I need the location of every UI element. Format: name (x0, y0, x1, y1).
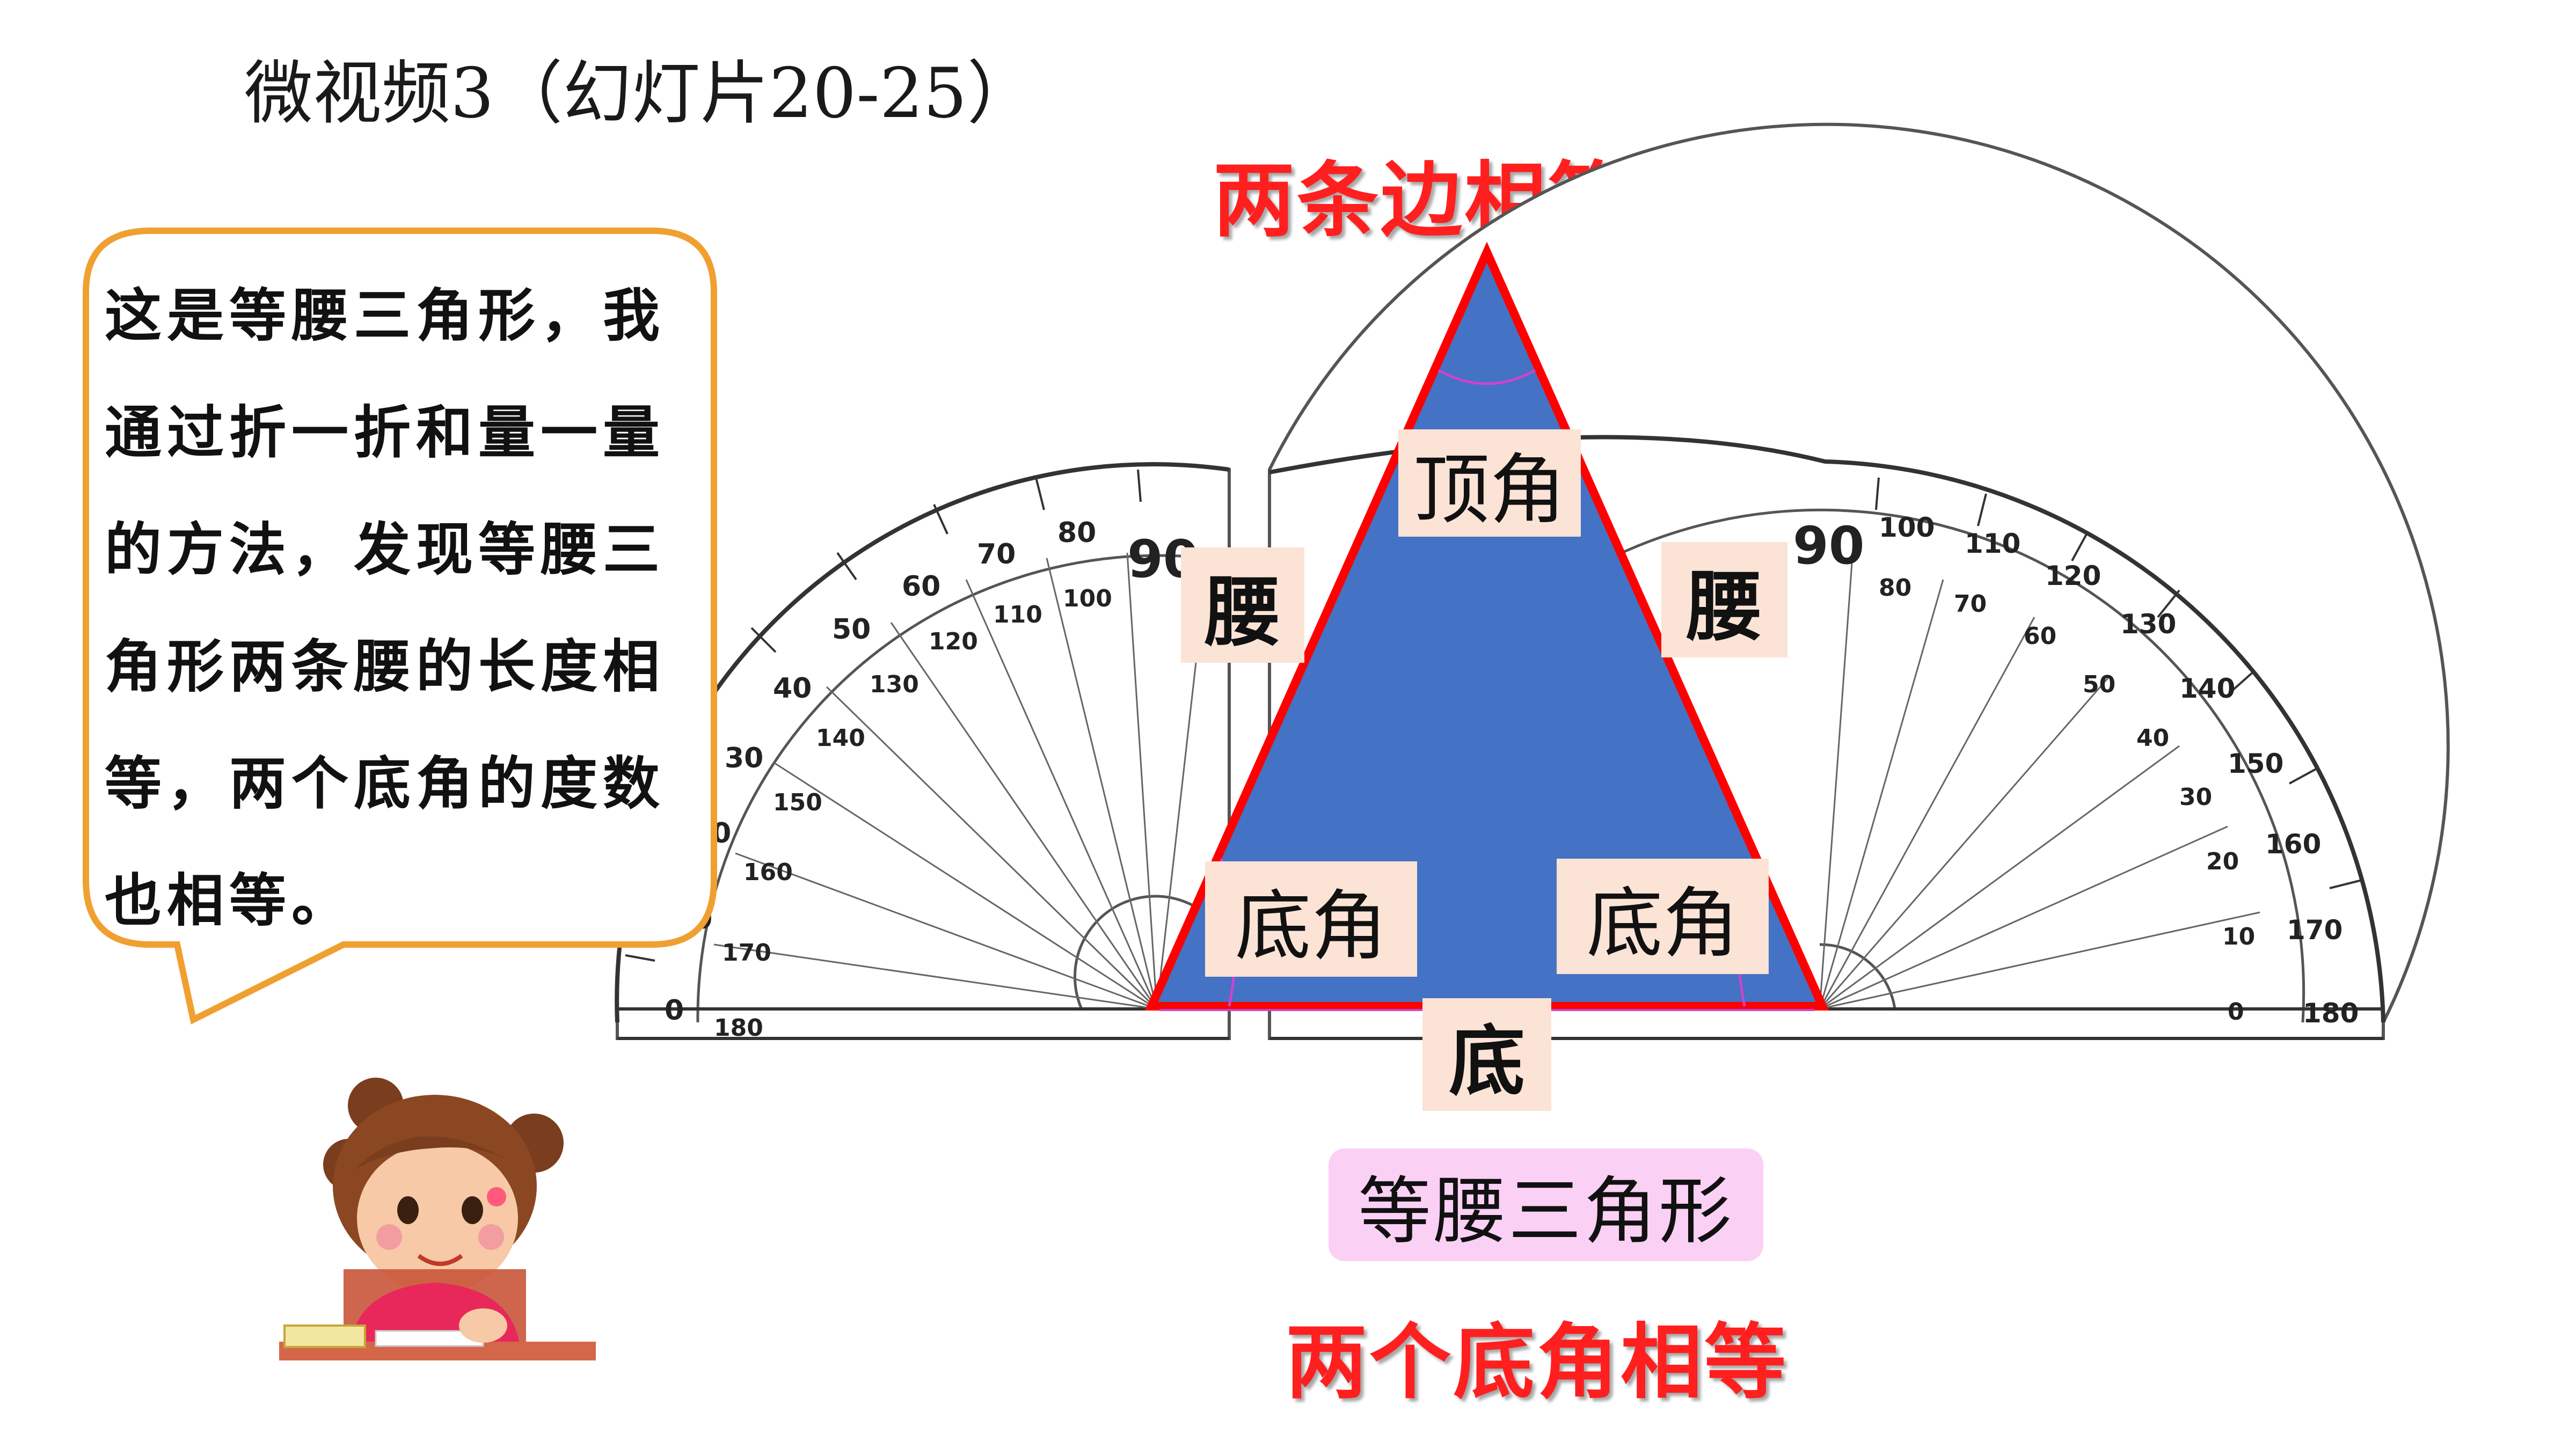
left-protractor-outer-60: 60 (902, 570, 940, 603)
left-protractor-outer-0: 0 (665, 994, 684, 1027)
left-protractor-rays (713, 552, 1209, 1010)
label-right-leg: 腰 (1661, 542, 1787, 657)
right-protractor-outer-170: 170 (2287, 914, 2343, 946)
right-protractor-inner-80: 80 (1879, 574, 1911, 602)
heading-two-base-angles-equal: 两个底角相等 (1286, 1315, 1788, 1410)
left-protractor-inner-130: 130 (870, 671, 919, 698)
speech-bubble (83, 228, 717, 1024)
left-protractor-outer-80: 80 (1057, 517, 1096, 549)
label-base: 底 (1422, 998, 1551, 1111)
right-protractor-inner-arc (1609, 508, 2305, 1023)
speech-bubble-text: 这是等腰三角形，我通过折一折和量一量的方法，发现等腰三角形两条腰的长度相等，两个… (105, 283, 665, 934)
right-protractor-outer-100: 100 (1879, 512, 1935, 543)
left-protractor-inner-150: 150 (773, 789, 822, 816)
label-left-base-angle: 底角 (1205, 861, 1417, 977)
right-protractor-inner-0: 0 (2228, 998, 2244, 1026)
right-protractor-inner-30: 30 (2179, 784, 2212, 811)
left-protractor-inner-110: 110 (993, 601, 1042, 628)
right-protractor-inner-20: 20 (2206, 848, 2239, 875)
shape-name-label: 等腰三角形 (1329, 1148, 1763, 1261)
left-protractor-inner-120: 120 (929, 628, 978, 655)
right-protractor-outer-160: 160 (2265, 829, 2321, 860)
left-protractor-inner-140: 140 (816, 724, 865, 752)
right-protractor-outer-90: 90 (1793, 516, 1865, 576)
right-protractor-inner-40: 40 (2136, 724, 2169, 752)
right-protractor-inner-60: 60 (2024, 623, 2056, 650)
left-protractor-outer-40: 40 (773, 672, 812, 705)
left-protractor-inner-160: 160 (743, 859, 793, 886)
right-protractor-outer-110: 110 (1965, 528, 2020, 559)
left-protractor-inner-100: 100 (1063, 585, 1112, 612)
right-protractor-rays (1819, 563, 2260, 1010)
label-right-base-angle: 底角 (1557, 859, 1769, 974)
left-protractor-outer-50: 50 (832, 613, 871, 646)
page-title: 微视频3（幻灯片20-25） (244, 54, 1036, 134)
right-protractor-inner-50: 50 (2083, 671, 2115, 698)
apex-angle-arc (1437, 369, 1536, 385)
right-protractor-outer-130: 130 (2120, 609, 2176, 640)
right-protractor-inner-10: 10 (2222, 923, 2255, 950)
left-protractor-outer-70: 70 (977, 538, 1016, 570)
left-protractor-inner-180: 180 (714, 1014, 763, 1042)
right-protractor-inner-70: 70 (1954, 590, 1987, 618)
right-protractor-ticks (1875, 477, 2362, 889)
left-protractor-outer-30: 30 (725, 742, 763, 774)
right-protractor-outer-120: 120 (2045, 560, 2101, 591)
right-protractor-outer-150: 150 (2228, 748, 2283, 779)
right-protractor-outer-180: 180 (2303, 998, 2359, 1029)
label-apex-angle: 顶角 (1398, 429, 1581, 537)
left-protractor-inner-170: 170 (722, 939, 771, 967)
right-protractor-outer-140: 140 (2179, 673, 2235, 704)
label-left-leg: 腰 (1181, 547, 1304, 663)
right-protractor-center-arc (1819, 943, 1896, 1009)
